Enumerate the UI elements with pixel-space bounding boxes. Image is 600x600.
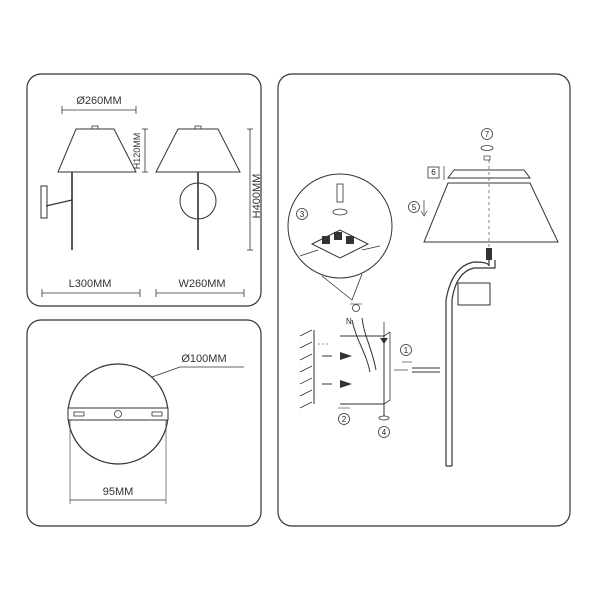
step-5-marker: 5 xyxy=(408,200,428,217)
svg-text:5: 5 xyxy=(412,203,417,212)
total-height-dimension: H400MM xyxy=(247,128,263,251)
svg-text:2: 2 xyxy=(342,415,347,424)
svg-text:3: 3 xyxy=(300,210,305,219)
length-dimension: L300MM xyxy=(41,278,141,297)
width-label: W260MM xyxy=(178,278,225,290)
lamp-exploded xyxy=(394,160,559,467)
svg-text:7: 7 xyxy=(485,130,490,139)
mount-width-dimension: 95MM xyxy=(69,420,167,504)
step-6-marker: 6 xyxy=(427,166,445,180)
mounting-bracket xyxy=(340,317,391,405)
diameter-dimension: Ø260MM xyxy=(61,95,137,114)
wire-label: N xyxy=(346,317,352,326)
lamp-front-view xyxy=(155,125,241,250)
shade-height-label: H120MM xyxy=(132,133,142,170)
svg-text:1: 1 xyxy=(404,346,409,355)
svg-text:4: 4 xyxy=(382,428,387,437)
diameter-label: Ø260MM xyxy=(76,95,121,107)
panel-mount xyxy=(26,319,262,527)
svg-text:6: 6 xyxy=(431,168,436,177)
step-4-marker: 4 xyxy=(378,404,390,438)
mount-diameter-dimension: Ø100MM xyxy=(151,353,244,378)
panel-assembly xyxy=(277,73,571,527)
step-2-marker: 2 xyxy=(338,407,350,425)
shade-height-dimension: H120MM xyxy=(132,128,148,173)
mount-width-label: 95MM xyxy=(103,486,134,498)
wall xyxy=(299,329,315,409)
mount-diameter-label: Ø100MM xyxy=(181,353,226,365)
mount-plate xyxy=(67,363,169,465)
width-dimension: W260MM xyxy=(155,278,245,297)
panel-dimensions xyxy=(26,73,262,307)
step-1-marker: 1 xyxy=(400,344,412,363)
wall-screws xyxy=(318,343,352,388)
detail-bubble xyxy=(287,173,393,301)
ground-symbol xyxy=(350,303,362,312)
step-7-marker: 7 xyxy=(480,128,494,161)
total-height-label: H400MM xyxy=(251,174,263,219)
lamp-side-view xyxy=(40,125,137,250)
step-3-marker: 3 xyxy=(296,208,308,220)
length-label: L300MM xyxy=(69,278,112,290)
